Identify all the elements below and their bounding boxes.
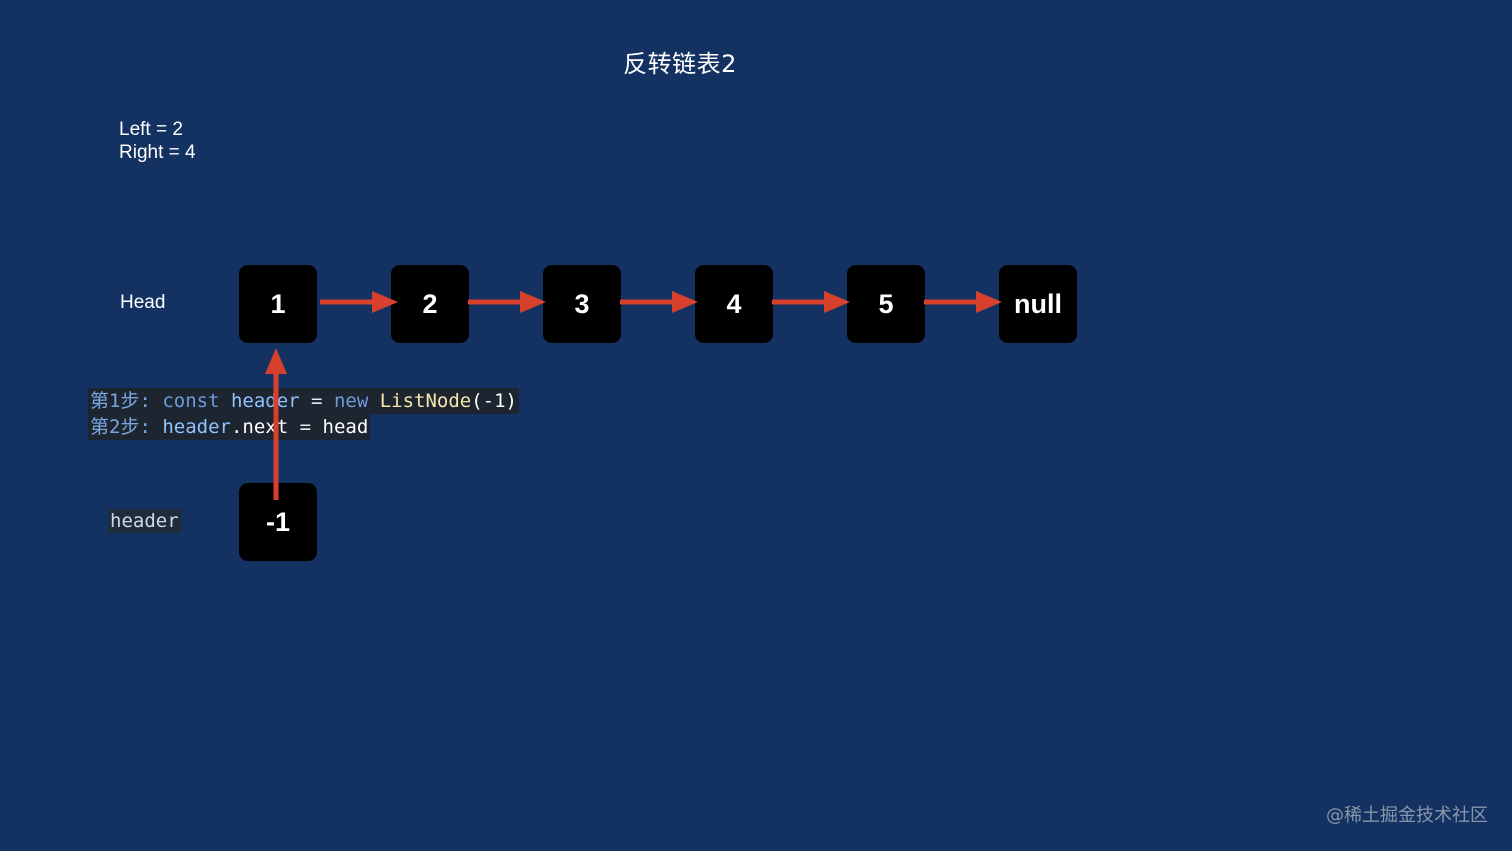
code-step-1: 第1步: const header = new ListNode(-1)	[88, 388, 519, 414]
arrow-5-to-null	[924, 291, 1002, 313]
arrow-1-to-2	[320, 291, 398, 313]
code-token: ListNode	[379, 390, 472, 412]
params-block: Left = 2 Right = 4	[119, 118, 196, 164]
code-token: =	[288, 416, 323, 438]
header-node: -1	[239, 483, 317, 561]
left-param: Left = 2	[119, 119, 183, 140]
right-param: Right = 4	[119, 142, 196, 163]
code-token: header	[230, 390, 300, 412]
code-token: =	[299, 390, 334, 412]
code-token: head	[322, 416, 369, 438]
code-token: header	[162, 416, 231, 438]
list-node-5: 5	[847, 265, 925, 343]
step-prefix: 第1步:	[90, 390, 163, 412]
head-label: Head	[120, 292, 166, 313]
arrow-header-to-1	[265, 348, 287, 500]
list-node-1: 1	[239, 265, 317, 343]
header-label: header	[108, 509, 181, 533]
code-token: new	[333, 390, 380, 412]
step-prefix: 第2步:	[90, 416, 163, 438]
arrow-2-to-3	[468, 291, 546, 313]
arrow-4-to-5	[772, 291, 850, 313]
watermark: @稀土掘金技术社区	[1326, 805, 1488, 826]
code-step-2: 第2步: header.next = head	[88, 414, 371, 440]
list-node-2: 2	[391, 265, 469, 343]
list-node-4: 4	[695, 265, 773, 343]
arrow-3-to-4	[620, 291, 698, 313]
list-node-3: 3	[543, 265, 621, 343]
diagram-title: 反转链表2	[623, 50, 737, 78]
list-node-null: null	[999, 265, 1077, 343]
code-token: (-1)	[471, 390, 517, 412]
code-token: const	[162, 390, 231, 412]
